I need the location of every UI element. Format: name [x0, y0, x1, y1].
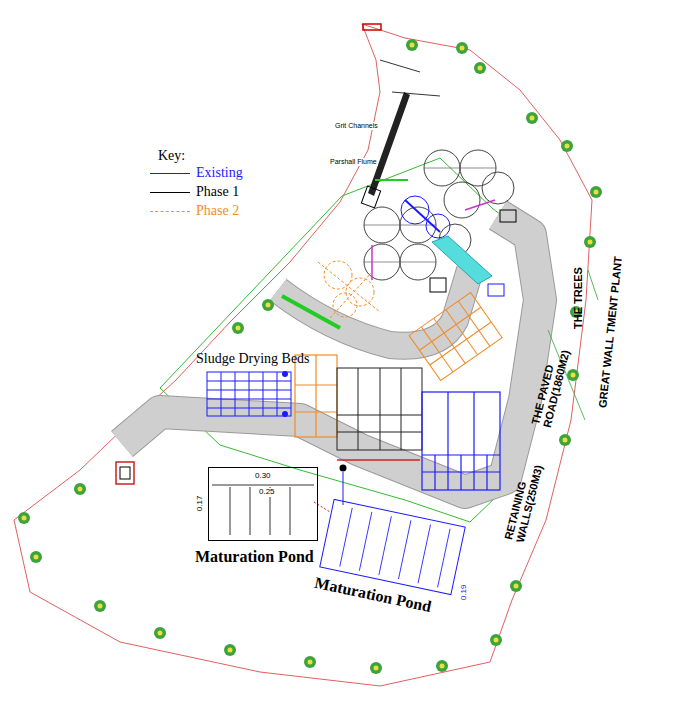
site-note: GREAT WALL TMENT PLANT [596, 256, 624, 409]
legend-sample [150, 173, 190, 174]
legend-label: Phase 2 [196, 203, 239, 218]
dimension: 0.30 [254, 472, 272, 481]
legend-sample [150, 192, 190, 193]
legend-sample [150, 211, 190, 212]
site-note: THE TREES [572, 267, 584, 329]
node-title: Maturation Pond [313, 574, 433, 616]
legend-label: Existing [196, 165, 243, 180]
dimension: 0.17 [196, 495, 205, 513]
dimension: 0.19 [460, 584, 469, 602]
drying-beds: Sludge Drying Beds [205, 370, 293, 418]
node-title: Sludge Drying Beds [196, 351, 310, 366]
structure-label: Parshall Flume [329, 158, 378, 166]
dimension: 0.25 [258, 488, 276, 497]
node-title: Maturation Pond [195, 548, 314, 566]
legend-label: Phase 1 [196, 184, 239, 199]
legend-heading: Key: [158, 148, 185, 163]
structure-label: Grit Channels [334, 122, 379, 130]
